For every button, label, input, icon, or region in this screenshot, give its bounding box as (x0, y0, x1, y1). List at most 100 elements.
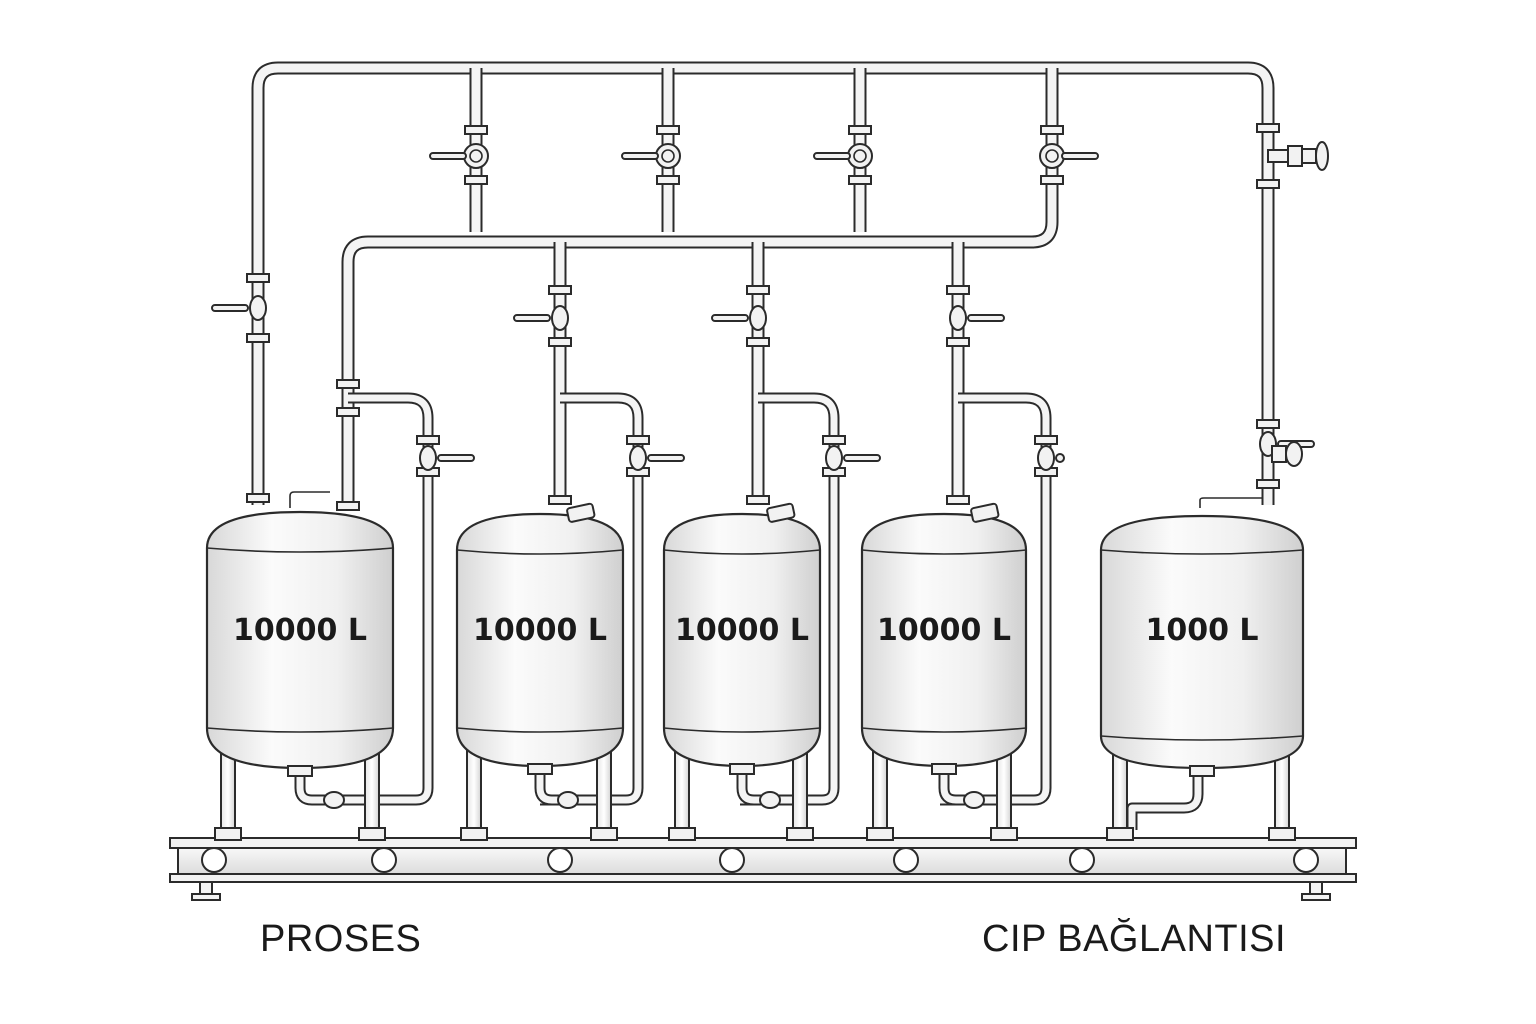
tank-outlet (729, 763, 755, 775)
frame-rollers (201, 847, 1319, 873)
valve-handle[interactable] (647, 454, 685, 462)
valve-body (1037, 445, 1055, 471)
frame-roller (893, 847, 919, 873)
tank-1: 10000 L (205, 510, 395, 841)
tank-outlet (1189, 765, 1215, 777)
pipe-flange (1256, 419, 1280, 429)
base-frame (169, 837, 1357, 901)
leg-foot (1268, 827, 1296, 841)
valve-handle[interactable] (967, 314, 1005, 322)
valve-handle[interactable] (1061, 152, 1099, 160)
pipe-flange (1256, 479, 1280, 489)
tank-top-seam (456, 549, 624, 555)
valve-body (419, 445, 437, 471)
valve[interactable] (825, 445, 881, 471)
frame-roller (547, 847, 573, 873)
leg-foot (866, 827, 894, 841)
pipe-flange (656, 125, 680, 135)
valve-handle[interactable] (429, 152, 467, 160)
valve-body (629, 445, 647, 471)
valve[interactable] (621, 143, 681, 169)
tank-capacity-label: 10000 L (233, 613, 367, 648)
tanks: 10000 L 10000 L 10000 L 10000 L 1000 L (205, 502, 1305, 841)
valve-body (551, 305, 569, 331)
tank-top-seam (206, 547, 394, 553)
pipe-flange (246, 333, 270, 343)
valve-handle[interactable] (813, 152, 851, 160)
tank-3: 10000 L (662, 512, 822, 841)
valve-body (949, 305, 967, 331)
tank-capacity-label: 10000 L (877, 613, 1011, 648)
pipe-flange (336, 501, 360, 511)
valve[interactable] (629, 445, 685, 471)
valve[interactable] (429, 143, 489, 169)
pipe-flange (746, 285, 770, 295)
valve-body (749, 305, 767, 331)
pipe-flange (464, 125, 488, 135)
pipe-flange (336, 379, 360, 389)
valve-handle[interactable] (621, 152, 659, 160)
tank-capacity-label: 10000 L (675, 613, 809, 648)
valve-handle[interactable] (513, 314, 551, 322)
valve-handle[interactable] (711, 314, 749, 322)
pipe-flange (336, 407, 360, 417)
pipe-flange (1256, 179, 1280, 189)
tank-outlet (527, 763, 553, 775)
pipe-flange (822, 435, 846, 445)
pipe-flange (548, 337, 572, 347)
tank-bottom-seam (1100, 735, 1304, 741)
valve-seat (469, 149, 483, 163)
tank-top-seam (663, 549, 821, 555)
roller-highlight (1075, 852, 1083, 860)
pipe-flange (848, 175, 872, 185)
pipe-flange (946, 495, 970, 505)
frame-roller (201, 847, 227, 873)
manway-hatch (566, 502, 596, 523)
outlet-valve[interactable] (963, 791, 985, 809)
valve-handle[interactable] (437, 454, 475, 462)
valve[interactable] (813, 143, 873, 169)
valve[interactable] (211, 295, 267, 321)
leg-foot (590, 827, 618, 841)
pipe-network (251, 61, 1275, 830)
pipe-flange (1256, 123, 1280, 133)
valve-body (249, 295, 267, 321)
pipe-flange (746, 337, 770, 347)
tank-capacity-label: 10000 L (473, 613, 607, 648)
valve-handle[interactable] (211, 304, 249, 312)
valve-handle[interactable] (843, 454, 881, 462)
cip-connection-port (1267, 141, 1329, 467)
frame-roller (1069, 847, 1095, 873)
valve[interactable] (1037, 445, 1065, 471)
tank-capacity-label: 1000 L (1145, 613, 1258, 648)
valve[interactable] (513, 305, 569, 331)
manway-hatch (970, 502, 1000, 523)
valve[interactable] (419, 445, 475, 471)
pipe-flange (464, 175, 488, 185)
tank-bottom-seam (206, 727, 394, 733)
pipe-flange (946, 337, 970, 347)
roller-highlight (377, 852, 385, 860)
tank-top-seam (861, 549, 1027, 555)
valve-body (825, 445, 843, 471)
tank-bottom-seam (456, 727, 624, 733)
leg-foot (668, 827, 696, 841)
pipe-flange (1040, 175, 1064, 185)
valve-seat (1045, 149, 1059, 163)
valve-body (463, 143, 489, 169)
outlet-valve[interactable] (323, 791, 345, 809)
valve[interactable] (949, 305, 1005, 331)
pipe-flange (416, 435, 440, 445)
roller-highlight (899, 852, 907, 860)
process-caption: PROSES (260, 918, 422, 960)
leg-foot (786, 827, 814, 841)
valve[interactable] (711, 305, 767, 331)
roller-highlight (207, 852, 215, 860)
valve-knob[interactable] (1055, 453, 1065, 463)
outlet-valve[interactable] (759, 791, 781, 809)
outlet-valve[interactable] (557, 791, 579, 809)
valve[interactable] (1039, 143, 1099, 169)
valve-seat (853, 149, 867, 163)
pipe-flange (548, 495, 572, 505)
